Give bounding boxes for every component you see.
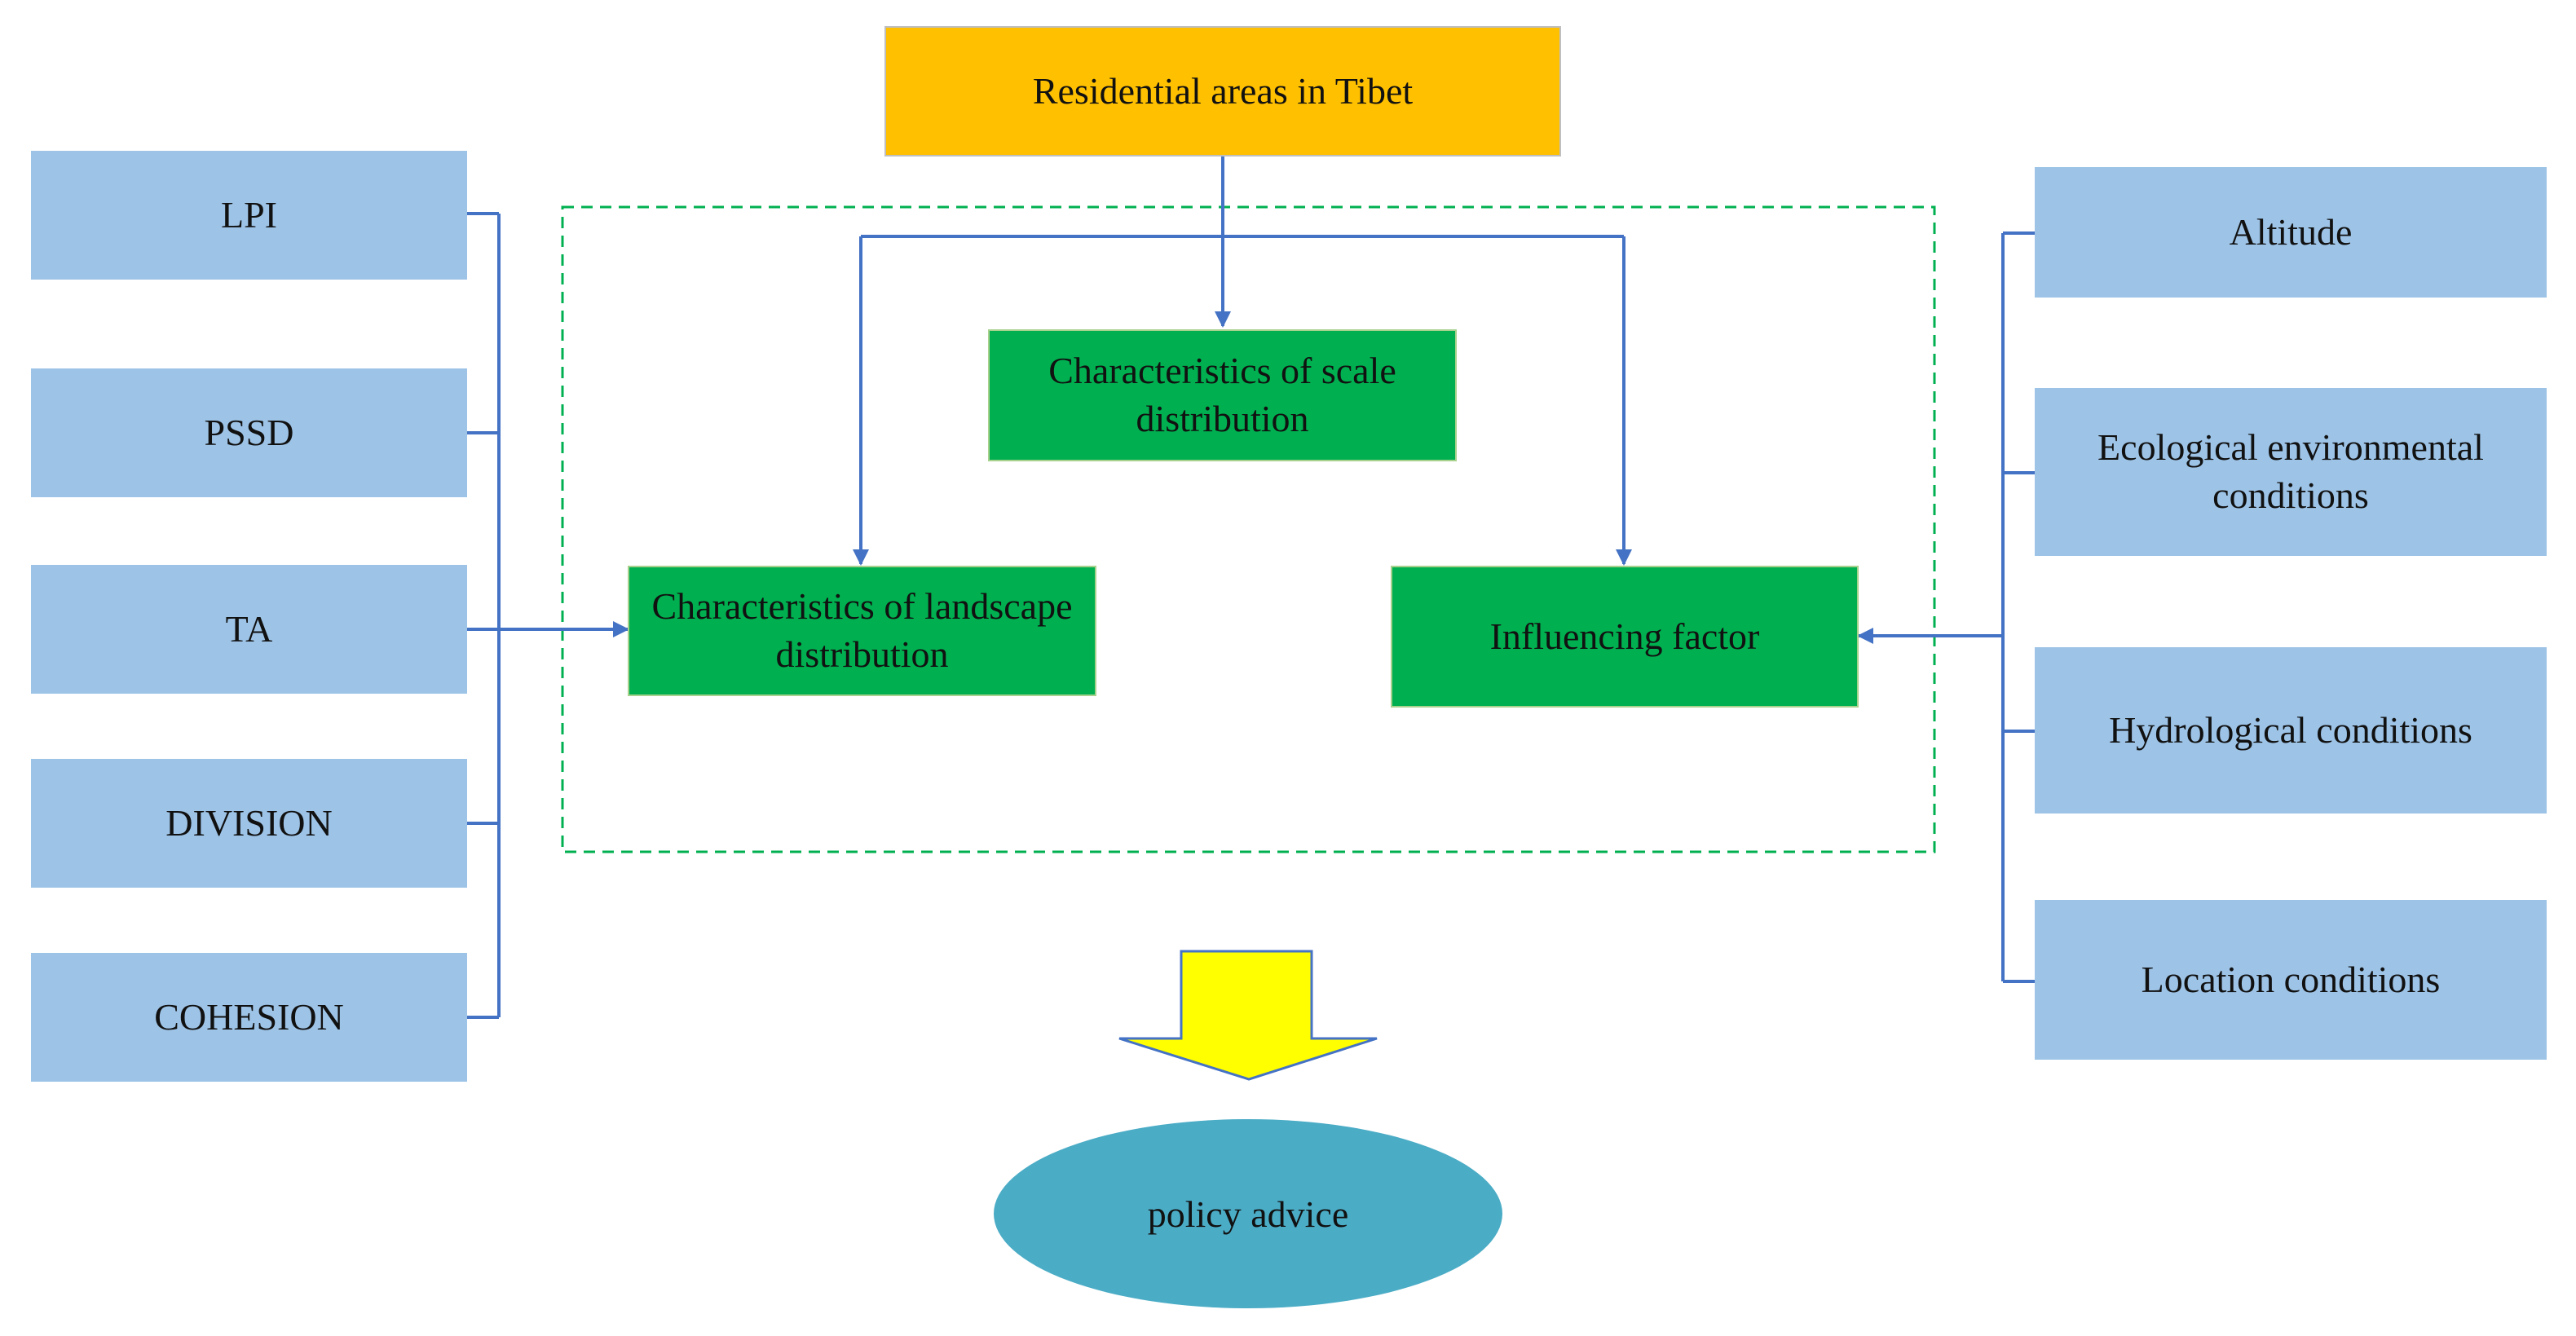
top-node-label: Residential areas in Tibet [1032, 69, 1414, 112]
factor-box-location: Location conditions [2035, 900, 2547, 1060]
factor-box-altitude: Altitude [2035, 167, 2547, 298]
factor-label: Hydrological conditions [2109, 708, 2472, 751]
down-arrow [1118, 950, 1378, 1081]
metric-box-lpi: LPI [31, 151, 467, 280]
metric-label: TA [225, 607, 273, 650]
metric-box-cohesion: COHESION [31, 953, 467, 1082]
policy-advice-label: policy advice [1147, 1193, 1349, 1235]
metric-box-ta: TA [31, 565, 467, 694]
metric-label: DIVISION [165, 801, 333, 844]
landscape-distribution-label: Characteristics of landscape distributio… [651, 585, 1073, 675]
factor-label: Ecological environmental conditions [2097, 426, 2484, 516]
factor-label: Location conditions [2141, 958, 2441, 1000]
factor-label: Altitude [2229, 210, 2353, 253]
metric-label: COHESION [154, 995, 344, 1038]
landscape-distribution-box: Characteristics of landscape distributio… [628, 566, 1096, 696]
metric-label: PSSD [204, 411, 294, 453]
top-node: Residential areas in Tibet [884, 26, 1561, 157]
scale-distribution-box: Characteristics of scale distribution [988, 329, 1457, 461]
metric-box-pssd: PSSD [31, 368, 467, 497]
influencing-factor-label: Influencing factor [1489, 615, 1760, 657]
metric-label: LPI [221, 193, 277, 236]
dashed-frame [561, 205, 1936, 853]
influencing-factor-box: Influencing factor [1391, 566, 1859, 708]
factor-box-hydrological: Hydrological conditions [2035, 647, 2547, 814]
metric-box-division: DIVISION [31, 759, 467, 888]
policy-advice-ellipse: policy advice [994, 1119, 1502, 1308]
scale-distribution-label: Characteristics of scale distribution [1048, 350, 1396, 439]
factor-box-ecological: Ecological environmental conditions [2035, 388, 2547, 556]
